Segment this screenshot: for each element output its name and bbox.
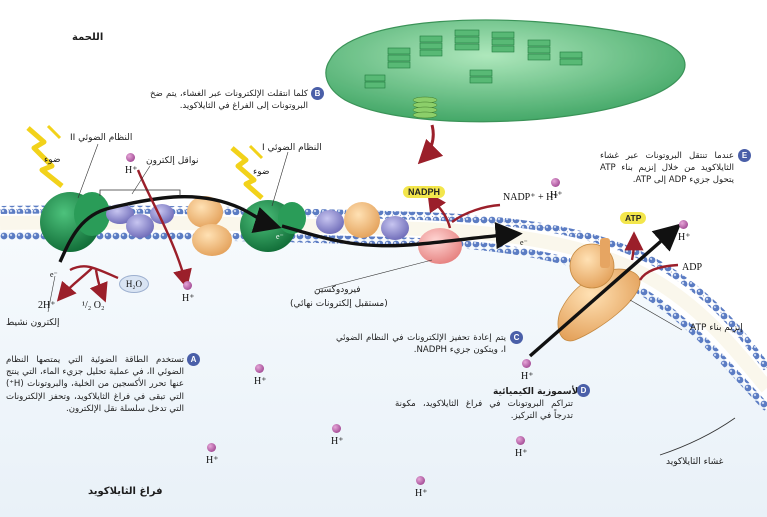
electron-carrier-label: نواقل إلكترون bbox=[146, 156, 199, 166]
chemiosmosis-label: الأسموزية الكيميائية bbox=[493, 387, 582, 397]
electron-ps2: e⁻ bbox=[50, 270, 58, 279]
ferredoxin-label: فيرودوكسين bbox=[314, 285, 361, 295]
proton-lumen-2: H⁺ bbox=[331, 424, 344, 447]
proton-nadp: H⁺ bbox=[550, 178, 563, 201]
step-c-text: يتم إعادة تحفيز الإلكترونات في النظام ال… bbox=[336, 333, 506, 356]
second-carrier-group bbox=[316, 202, 409, 240]
atp-synthase bbox=[557, 238, 641, 342]
electron-out: e⁻ bbox=[520, 238, 528, 247]
stroma-label: اللحمة bbox=[72, 32, 104, 43]
lumen-label: فراغ الثايلاكويد bbox=[88, 486, 163, 497]
step-a-badge: A bbox=[187, 353, 200, 366]
proton-lumen-3: H⁺ bbox=[206, 443, 219, 466]
photosystem-i-label: النظام الضوئي I bbox=[262, 143, 322, 153]
step-a-text: تستخدم الطاقة الضوئية التي يمتصها النظام… bbox=[6, 355, 185, 414]
step-c-badge: C bbox=[510, 331, 523, 344]
ferredoxin-sub-label: (مستقبل إلكترونات نهائي) bbox=[290, 299, 388, 309]
atp-label: ATP bbox=[620, 212, 647, 224]
membrane-label: غشاء الثايلاكويد bbox=[666, 457, 724, 467]
cytochrome-complex bbox=[187, 196, 232, 256]
chloroplast-illustration bbox=[325, 19, 686, 165]
atp-synthase-label: إنزيم بناء ATP bbox=[690, 323, 743, 333]
two-protons-label: 2H⁺ bbox=[38, 300, 56, 311]
step-b-text: كلما انتقلت الإلكترونات عبر الغشاء، يتم … bbox=[150, 89, 308, 112]
step-b-badge: B bbox=[311, 87, 324, 100]
half-oxygen-label: ¹/₂ O₂ bbox=[82, 300, 105, 311]
light-bolt-ps1 bbox=[230, 144, 264, 200]
electron-carrier-chain bbox=[106, 204, 174, 238]
step-d-text: تتراكم البروتونات في فراغ الثايلاكويد، م… bbox=[395, 399, 573, 422]
proton-pumped: H⁺ bbox=[182, 281, 195, 304]
proton-lumen-4: H⁺ bbox=[415, 476, 428, 499]
step-d-badge: D bbox=[577, 384, 590, 397]
thylakoid-membrane bbox=[0, 205, 767, 411]
light-label-ps2: ضوء bbox=[44, 155, 61, 165]
electron-ps1: e⁻ bbox=[276, 232, 284, 241]
proton-stroma-1: H⁺ bbox=[125, 153, 138, 176]
nadph-label: NADPH bbox=[403, 186, 446, 198]
nadp-h-label: NADP⁺ + H⁺ bbox=[503, 192, 559, 203]
proton-atp: H⁺ bbox=[678, 220, 691, 243]
step-e-badge: E bbox=[738, 149, 751, 162]
step-e-text: عندما تنتقل البروتونات عبر غشاء الثايلاك… bbox=[600, 151, 734, 186]
excited-electron-label: إلكترون نشيط bbox=[6, 318, 60, 328]
photosystem-ii-label: النظام الضوئي II bbox=[70, 133, 133, 143]
proton-lumen-6: H⁺ bbox=[521, 359, 534, 382]
proton-lumen-1: H⁺ bbox=[254, 364, 267, 387]
light-label-ps1: ضوء bbox=[253, 167, 270, 177]
water-molecule: H₂O bbox=[119, 275, 149, 293]
adp-label: ADP bbox=[682, 262, 703, 273]
light-bolt-ps2 bbox=[26, 124, 64, 188]
ferredoxin-protein bbox=[418, 228, 462, 264]
proton-lumen-5: H⁺ bbox=[515, 436, 528, 459]
